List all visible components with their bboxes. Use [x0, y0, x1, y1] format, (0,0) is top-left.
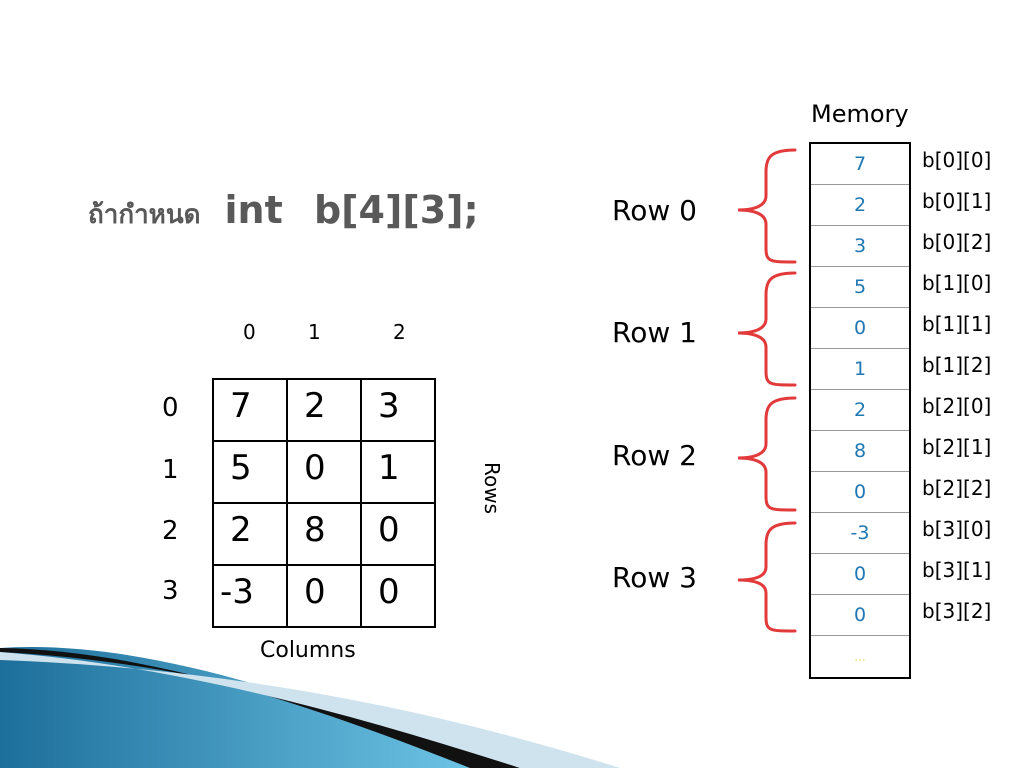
title-thai-text: ถ้ากำหนด [88, 200, 201, 230]
address-label: b[1][0] [922, 271, 992, 295]
grid-cell: -3 [212, 564, 288, 628]
brace-row-1 [737, 271, 797, 387]
grid-cell: 5 [212, 440, 288, 504]
grid-row: -3 0 0 [212, 564, 436, 628]
address-label: b[0][0] [922, 148, 992, 172]
grid-cell: 1 [360, 440, 436, 504]
address-label: b[3][2] [922, 599, 992, 623]
address-label: b[1][2] [922, 353, 992, 377]
address-label: b[3][0] [922, 517, 992, 541]
row-index: 3 [162, 576, 179, 606]
grid-cell: 3 [360, 378, 436, 442]
row-index: 2 [162, 516, 179, 546]
columns-label: Columns [260, 638, 356, 663]
row-label: Row 1 [612, 316, 697, 349]
memory-label: Memory [811, 100, 909, 128]
brace-row-3 [737, 521, 797, 633]
brace-row-0 [737, 148, 797, 264]
memory-cell: 8 [811, 431, 909, 472]
address-label: b[3][1] [922, 558, 992, 582]
grid-cell: 0 [360, 502, 436, 566]
array-grid: 7 2 3 5 0 1 2 8 0 -3 0 0 [212, 378, 436, 628]
column-index: 1 [308, 320, 321, 344]
memory-cell: 5 [811, 267, 909, 308]
memory-cell: 0 [811, 595, 909, 636]
title-code-text: int b[4][3]; [224, 188, 479, 232]
address-label: b[2][2] [922, 476, 992, 500]
memory-column: 7 2 3 5 0 1 2 8 0 -3 0 0 ... [809, 142, 911, 679]
column-index: 0 [243, 320, 256, 344]
row-label: Row 0 [612, 194, 697, 227]
address-label: b[0][1] [922, 189, 992, 213]
row-index: 1 [162, 455, 179, 485]
address-label: b[0][2] [922, 230, 992, 254]
column-index: 2 [393, 320, 406, 344]
memory-cell: -3 [811, 513, 909, 554]
address-label: b[2][1] [922, 435, 992, 459]
row-index: 0 [162, 393, 179, 423]
memory-cell: 0 [811, 472, 909, 513]
address-label: b[1][1] [922, 312, 992, 336]
memory-cell: 1 [811, 349, 909, 390]
grid-cell: 2 [212, 502, 288, 566]
grid-cell: 0 [286, 564, 362, 628]
grid-row: 2 8 0 [212, 502, 436, 566]
slide-title: ถ้ากำหนด int b[4][3]; [88, 188, 479, 235]
address-label: b[2][0] [922, 394, 992, 418]
memory-cell-ellipsis: ... [854, 649, 866, 664]
memory-cell: 7 [811, 144, 909, 185]
memory-cell: 3 [811, 226, 909, 267]
grid-cell: 0 [360, 564, 436, 628]
grid-row: 5 0 1 [212, 440, 436, 504]
brace-row-2 [737, 396, 797, 512]
row-label: Row 2 [612, 439, 697, 472]
grid-cell: 7 [212, 378, 288, 442]
grid-cell: 2 [286, 378, 362, 442]
memory-cell: 0 [811, 308, 909, 349]
memory-cell: 0 [811, 554, 909, 595]
row-label: Row 3 [612, 561, 697, 594]
grid-row: 7 2 3 [212, 378, 436, 442]
memory-cell: 2 [811, 185, 909, 226]
grid-cell: 0 [286, 440, 362, 504]
memory-cell: 2 [811, 390, 909, 431]
grid-cell: 8 [286, 502, 362, 566]
